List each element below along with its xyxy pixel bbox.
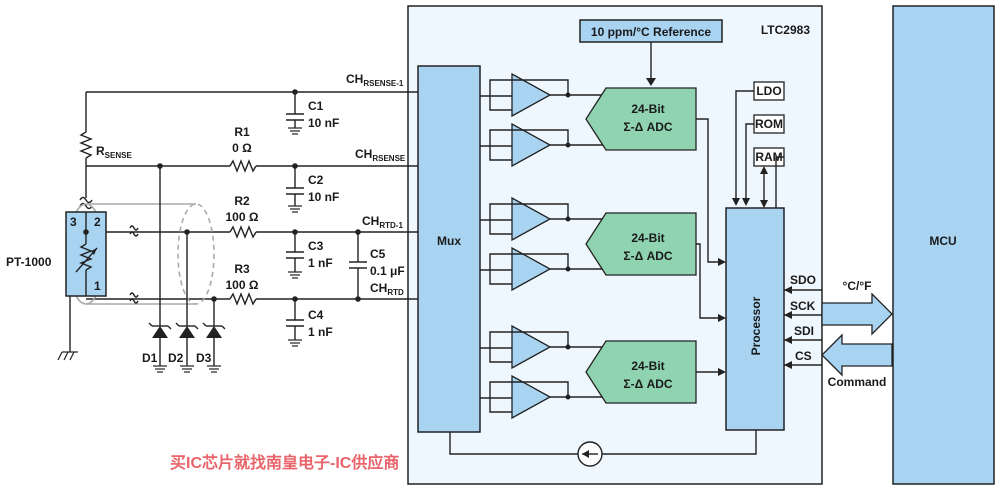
c1-name: C1 (308, 99, 324, 113)
capacitor-c4 (286, 296, 304, 347)
mcu-label: MCU (929, 234, 956, 248)
capacitor-c1 (286, 89, 304, 135)
capacitor-c3 (286, 229, 304, 279)
r3-value: 100 Ω (226, 278, 259, 292)
pin-ch-rsense: CHRSENSE (355, 147, 406, 163)
processor-label: Processor (749, 296, 763, 355)
amplifier-2a (511, 196, 552, 242)
c2-value: 10 nF (308, 190, 339, 204)
c1-value: 10 nF (308, 116, 339, 130)
output-arrow (821, 292, 893, 336)
chip-name: LTC2983 (761, 23, 810, 37)
amplifier-2b (511, 246, 552, 292)
adc-1-line2: Σ-Δ ADC (623, 120, 672, 134)
reference-label: 10 ppm/°C Reference (591, 25, 712, 39)
adc-channel-3: 24-Bit Σ-Δ ADC (480, 324, 697, 420)
c4-name: C4 (308, 308, 324, 322)
pin-ch-rtd-1: CHRTD-1 (362, 214, 403, 230)
pin-sdi: SDI (794, 324, 814, 338)
resistor-r1 (229, 159, 257, 173)
mux-label: Mux (437, 234, 461, 248)
pin-ch-rsense-1: CHRSENSE-1 (346, 72, 404, 88)
adc-2-line2: Σ-Δ ADC (623, 249, 672, 263)
r2-name: R2 (234, 194, 250, 208)
sensor-pin2: 2 (94, 215, 101, 229)
c3-name: C3 (308, 239, 324, 253)
amplifier-1a (511, 72, 552, 118)
pin-ch-rtd: CHRTD (370, 281, 404, 297)
mux-block (417, 65, 481, 433)
c3-value: 1 nF (308, 256, 333, 270)
adc-3-line2: Σ-Δ ADC (623, 377, 672, 391)
pin-sdo: SDO (790, 273, 816, 287)
r2-value: 100 Ω (226, 210, 259, 224)
c5-value: 0.1 μF (370, 264, 405, 278)
amplifier-3a (511, 324, 552, 370)
capacitor-c2 (286, 163, 304, 213)
amplifier-1b (511, 122, 552, 168)
r1-value: 0 Ω (232, 141, 252, 155)
c5-name: C5 (370, 247, 386, 261)
adc-2 (585, 212, 697, 276)
d2-label: D2 (168, 351, 184, 365)
sensor-pin1: 1 (94, 279, 101, 293)
diode-d1 (148, 166, 172, 373)
adc-channel-1: 24-Bit Σ-Δ ADC (480, 72, 697, 168)
adc-3-line1: 24-Bit (631, 359, 664, 373)
capacitor-c5 (349, 229, 367, 302)
sensor-label: PT-1000 (6, 255, 52, 269)
rsense-label: RSENSE (96, 144, 132, 160)
rom-label: ROM (755, 117, 783, 131)
resistor-rsense (79, 131, 93, 159)
watermark-text: 买IC芯片就找南皇电子-IC供应商 (170, 453, 399, 472)
adc-1 (585, 87, 697, 151)
adc-1-line1: 24-Bit (631, 102, 664, 116)
ldo-label: LDO (756, 84, 781, 98)
resistor-r2 (229, 225, 257, 239)
sensor-pin3: 3 (70, 215, 77, 229)
d1-label: D1 (142, 351, 158, 365)
diode-d3 (202, 296, 226, 373)
d3-label: D3 (196, 351, 212, 365)
amplifier-3b (511, 374, 552, 420)
processor-block (725, 207, 785, 431)
c4-value: 1 nF (308, 325, 333, 339)
adc-2-line1: 24-Bit (631, 231, 664, 245)
command-label: Command (828, 375, 887, 389)
r1-name: R1 (234, 125, 250, 139)
pin-sck: SCK (790, 299, 816, 313)
rtd-element (79, 243, 93, 271)
pin-cs: CS (795, 349, 812, 363)
command-arrow (821, 333, 893, 377)
r3-name: R3 (234, 262, 250, 276)
output-label: °C/°F (843, 279, 872, 293)
adc-3 (585, 340, 697, 404)
c2-name: C2 (308, 173, 324, 187)
mcu-block (892, 5, 995, 485)
diode-d2 (175, 229, 199, 373)
resistor-r3 (229, 292, 257, 306)
adc-channel-2: 24-Bit Σ-Δ ADC (480, 196, 697, 292)
